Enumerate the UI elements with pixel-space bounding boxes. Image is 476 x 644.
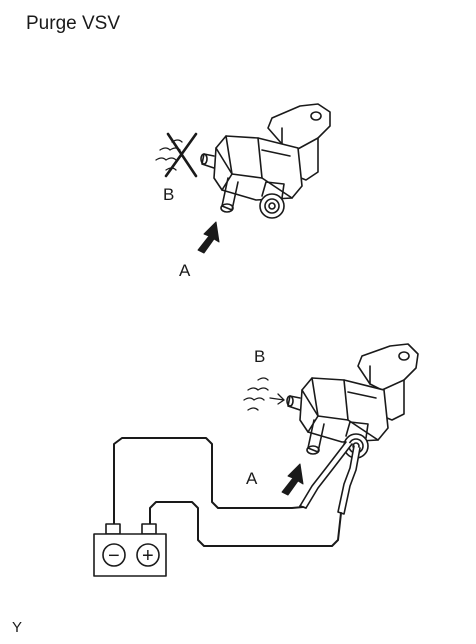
diagram-title: Purge VSV <box>26 13 120 34</box>
top-port-a <box>220 177 239 213</box>
bottom-label-b: B <box>254 347 265 366</box>
top-vsv-assembly: B A <box>155 103 331 280</box>
battery-negative-symbol: − <box>108 545 120 567</box>
bottom-valve-body <box>299 377 389 443</box>
bottom-label-a: A <box>246 469 258 488</box>
top-label-a: A <box>179 261 191 280</box>
battery-positive-symbol: + <box>142 545 154 567</box>
bottom-arrow-a <box>281 463 304 496</box>
battery-positive-terminal-circle <box>136 543 160 567</box>
bottom-air-flow-mark <box>243 377 285 411</box>
top-label-b: B <box>163 185 174 204</box>
top-port-b <box>200 153 215 169</box>
figure-code: Y <box>12 619 23 636</box>
battery: − + <box>93 523 167 577</box>
lead-wire-positive <box>149 501 342 547</box>
battery-negative-terminal-circle <box>102 543 126 567</box>
top-valve-body <box>213 135 303 201</box>
top-connector <box>259 181 285 219</box>
bottom-vsv-assembly: − + B A <box>93 343 419 577</box>
bottom-port-a <box>306 419 325 455</box>
bottom-port-b <box>286 395 301 411</box>
lead-wire-negative <box>113 437 304 525</box>
top-air-blocked-mark <box>155 132 198 178</box>
bottom-mounting-bracket <box>357 343 419 421</box>
top-arrow-a <box>197 221 220 254</box>
